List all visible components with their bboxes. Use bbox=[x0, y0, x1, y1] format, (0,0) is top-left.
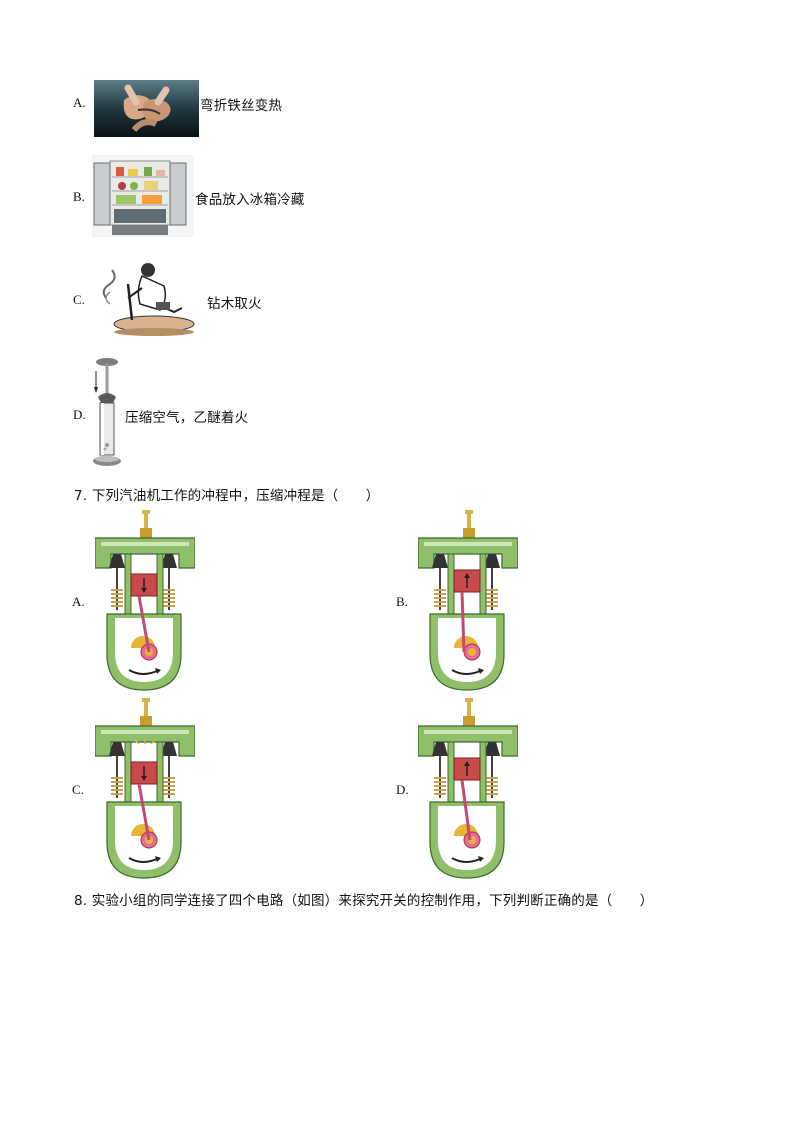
refrigerator-photo bbox=[92, 155, 194, 237]
drilling-wood-illustration bbox=[96, 258, 196, 340]
option-text: 压缩空气，乙醚着火 bbox=[125, 410, 249, 426]
air-compression-apparatus bbox=[90, 355, 124, 470]
option-letter: D. bbox=[396, 782, 409, 797]
option-letter: C. bbox=[73, 292, 85, 307]
engine-diagram-d bbox=[418, 698, 518, 879]
bending-wire-photo bbox=[94, 80, 199, 137]
engine-diagram-a bbox=[95, 510, 195, 691]
option-letter: B. bbox=[73, 189, 85, 204]
q8-stem: 8. 实验小组的同学连接了四个电路（如图）来探究开关的控制作用，下列判断正确的是… bbox=[74, 893, 654, 909]
option-letter: D. bbox=[73, 407, 86, 422]
option-text: 钻木取火 bbox=[207, 296, 262, 312]
option-letter: A. bbox=[72, 594, 85, 609]
option-letter: A. bbox=[73, 95, 86, 110]
option-text: 食品放入冰箱冷藏 bbox=[195, 192, 305, 208]
q7-stem: 7. 下列汽油机工作的冲程中，压缩冲程是（ ） bbox=[74, 488, 380, 504]
engine-diagram-c bbox=[95, 698, 195, 879]
engine-diagram-b bbox=[418, 510, 518, 691]
option-text: 弯折铁丝变热 bbox=[200, 98, 283, 114]
option-letter: B. bbox=[396, 594, 408, 609]
option-letter: C. bbox=[72, 782, 84, 797]
